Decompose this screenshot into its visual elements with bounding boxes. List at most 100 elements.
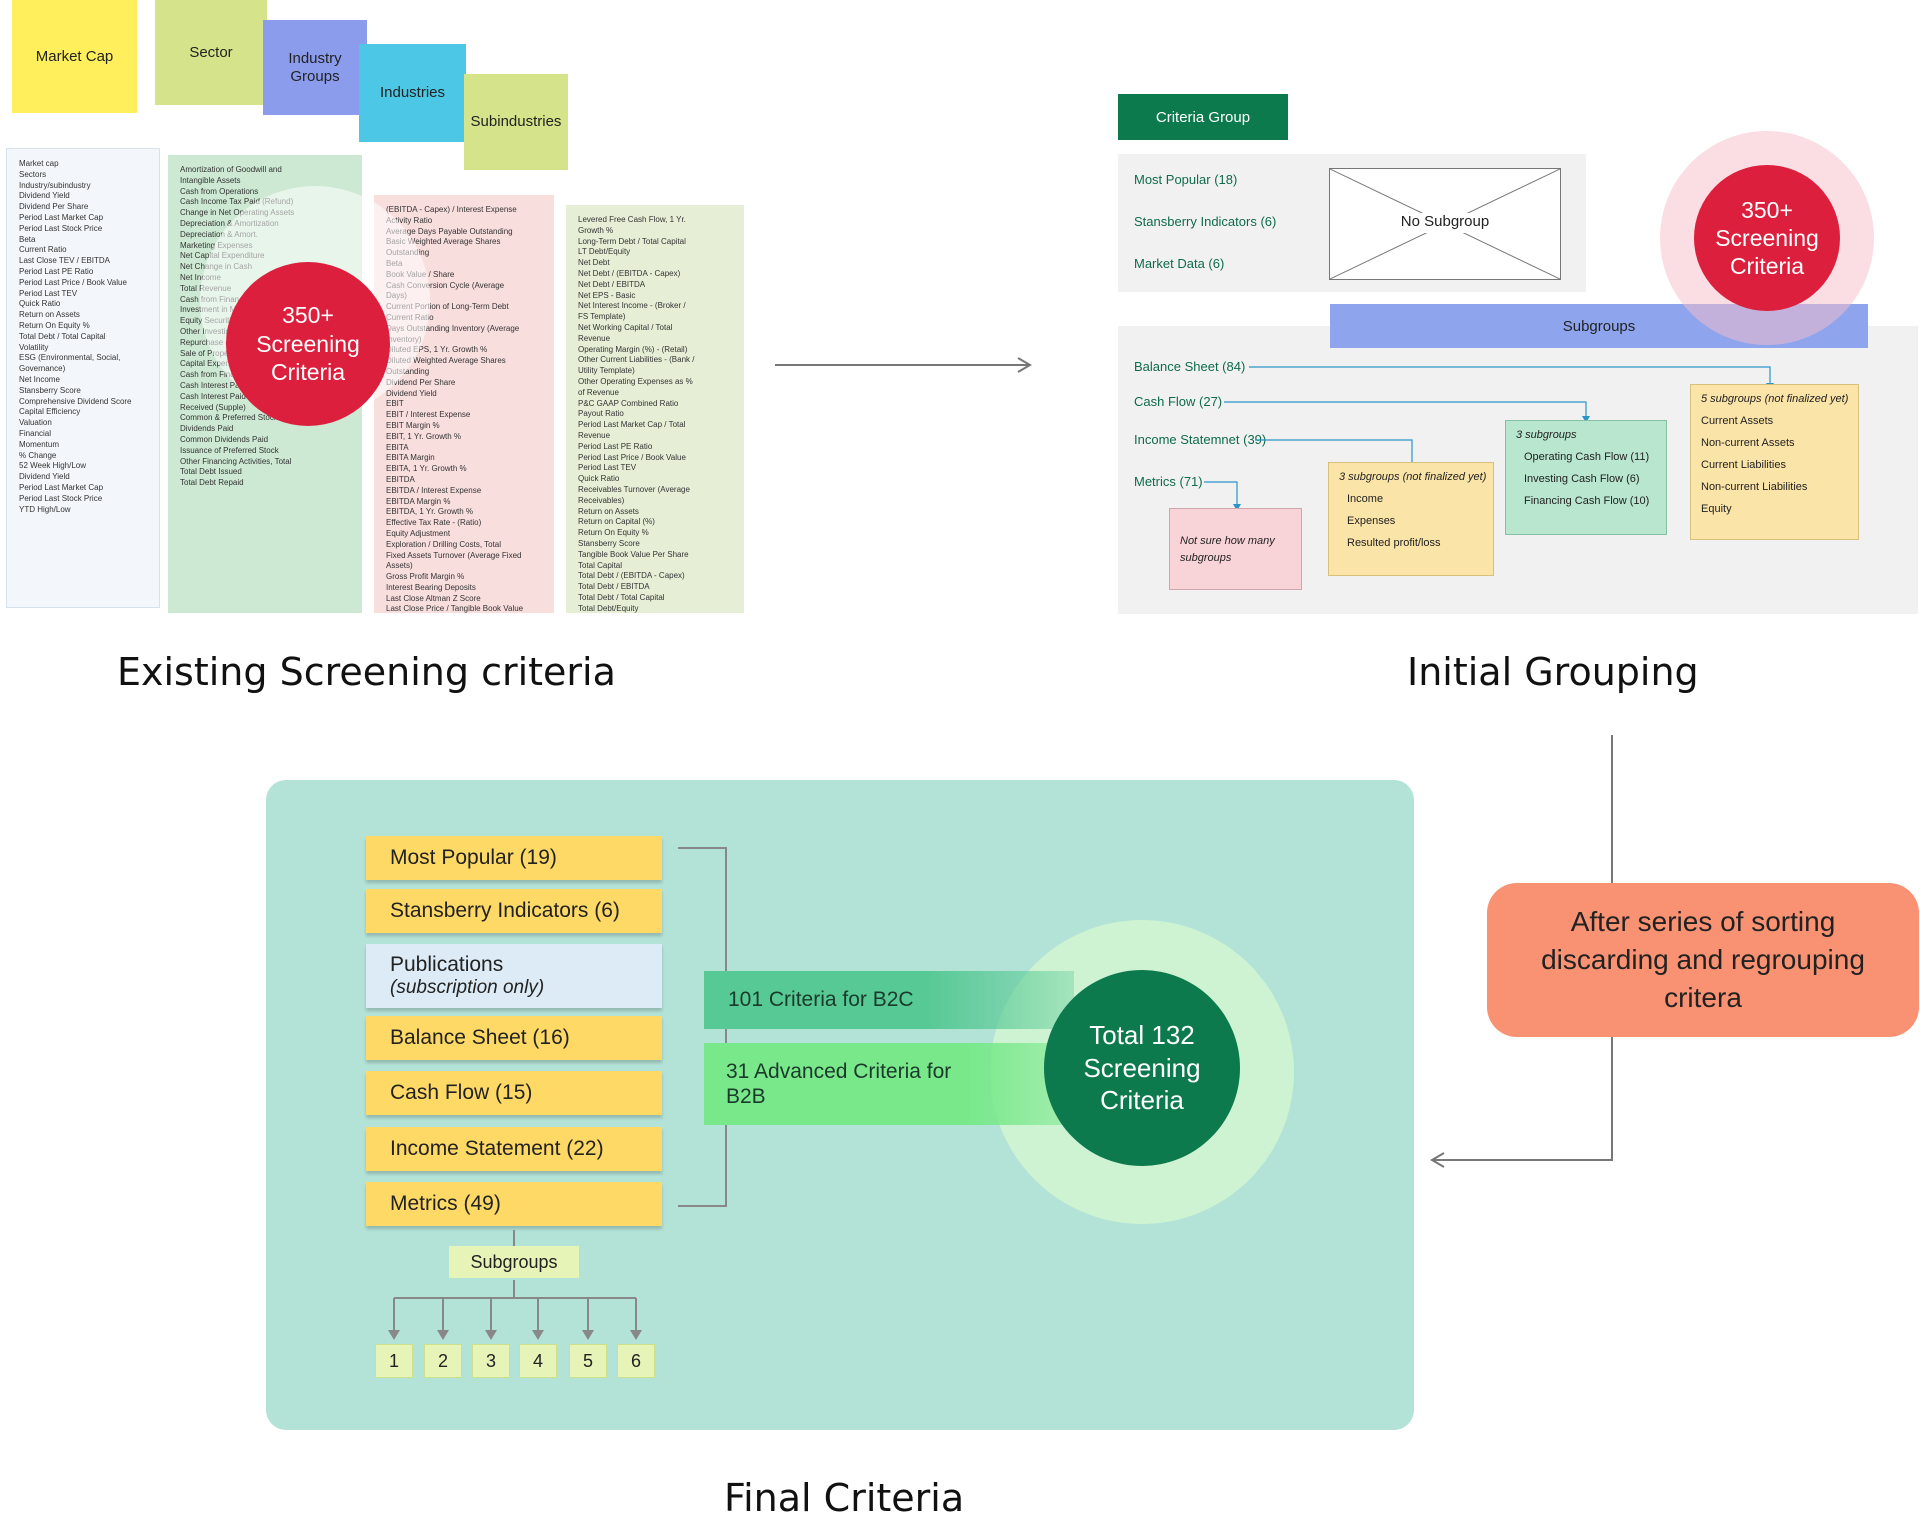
criteria-item: Stansberry Score [19, 385, 81, 395]
criteria-item: Current Portion of Long-Term Debt [386, 302, 509, 312]
sub-cash-flow: Cash Flow (27) [1134, 394, 1223, 409]
criteria-item: Total Debt / Total Capital [19, 331, 106, 341]
no-subgroup-box: No Subgroup [1329, 168, 1561, 280]
criteria-item: Utility Template) [578, 366, 635, 376]
criteria-item: Change in Net Operating Assets [180, 208, 295, 218]
criteria-item: Period Last Price / Book Value [19, 277, 127, 287]
criteria-item: Effective Tax Rate - (Ratio) [386, 518, 482, 528]
criteria-item: Net Working Capital / Total [578, 322, 673, 332]
criteria-item: EBIT Margin % [386, 420, 440, 430]
criteria-item: Return on Capital (%) [578, 517, 655, 527]
connector-lines [1204, 366, 1774, 511]
income-box-header: 3 subgroups (not finalized yet) [1339, 471, 1487, 483]
criteria-item: Financial [19, 428, 52, 438]
criteria-item: Issuance of Preferred Stock [180, 445, 279, 455]
subgroup-number-6: 6 [617, 1344, 655, 1378]
criteria-item: Return on Assets [19, 310, 80, 320]
criteria-item: Period Last Price / Book Value [578, 452, 686, 462]
criteria-item: Current Ratio [19, 245, 67, 255]
b2b-bar: 31 Advanced Criteria for B2B [704, 1043, 1104, 1125]
group-market-data: Market Data (6) [1134, 256, 1225, 271]
criteria-item: YTD High/Low [19, 504, 71, 514]
balance-box-item: Non-current Liabilities [1701, 481, 1808, 493]
criteria-item: Assets) [386, 561, 413, 571]
criteria-item: Last Close Price / Tangible Book Value [386, 604, 524, 613]
criteria-item: Activity Ratio [386, 215, 433, 225]
final-title: Final Criteria [724, 1476, 965, 1520]
group-stansberry: Stansberry Indicators (6) [1134, 214, 1277, 229]
final-bar-stansberry: Stansberry Indicators (6) [366, 889, 662, 933]
arrow-right [775, 357, 1032, 373]
criteria-item: Net Income [19, 374, 60, 384]
income-subgroup-box: 3 subgroups (not finalized yet) Income E… [1328, 462, 1494, 576]
income-box-item: Income [1347, 493, 1384, 505]
criteria-item: EBIT / Interest Expense [386, 410, 471, 420]
criteria-item: Cash Conversion Cycle (Average [386, 280, 505, 290]
criteria-list: Levered Free Cash Flow, 1 Yr.Growth %Lon… [578, 215, 732, 613]
criteria-item: Sectors [19, 169, 47, 179]
criteria-item: Amortization of Goodwill and [180, 165, 282, 174]
criteria-item: EBITA [386, 442, 409, 452]
criteria-item: Revenue [578, 333, 611, 343]
balance-box-item: Equity [1701, 503, 1732, 515]
cashflow-box-item: Operating Cash Flow (11) [1524, 451, 1650, 463]
criteria-item: Other Operating Expenses as % [578, 376, 693, 386]
criteria-item: Other Current Liabilities - (Bank / [578, 355, 695, 365]
criteria-item: Long-Term Debt / Total Capital [578, 236, 686, 246]
criteria-item: LT Debt/Equity [578, 247, 631, 257]
criteria-item: Total Debt/Equity [578, 603, 639, 613]
criteria-item: Payout Ratio [578, 409, 624, 419]
criteria-item: Quick Ratio [19, 299, 61, 309]
criteria-item: Period Last TEV [578, 463, 637, 473]
criteria-item: Period Last Stock Price [19, 223, 103, 233]
criteria-item: Diluted Weighted Average Shares [386, 356, 506, 366]
criteria-item: Levered Free Cash Flow, 1 Yr. [578, 215, 686, 224]
criteria-item: Period Last PE Ratio [578, 441, 653, 451]
initial-title: Initial Grouping [1407, 650, 1699, 694]
criteria-item: % Change [19, 450, 57, 460]
final-bar-publications: Publications (subscription only) [366, 944, 662, 1008]
criteria-item: P&C GAAP Combined Ratio [578, 398, 679, 408]
cashflow-box-header: 3 subgroups [1516, 429, 1577, 441]
sticky-sector: Sector [155, 0, 267, 105]
balance-box-header: 5 subgroups (not finalized yet) [1701, 393, 1849, 405]
sub-metrics: Metrics (71) [1134, 474, 1203, 489]
criteria-item: Net Debt / EBITDA [578, 279, 646, 289]
criteria-item: Return On Equity % [578, 528, 649, 538]
criteria-item: Net Income [180, 272, 221, 282]
criteria-item: Dividend Per Share [19, 202, 89, 212]
criteria-item: Cash from Operations [180, 186, 259, 196]
sticky-industries: Industries [359, 44, 466, 142]
criteria-item: FS Template) [578, 312, 626, 322]
cashflow-box-item: Financing Cash Flow (10) [1524, 495, 1650, 507]
cashflow-subgroup-box: 3 subgroups Operating Cash Flow (11) Inv… [1505, 420, 1667, 535]
criteria-item: Revenue [578, 430, 611, 440]
subgroup-number-2: 2 [424, 1344, 462, 1378]
subgroup-number-4: 4 [519, 1344, 557, 1378]
balance-subgroup-box: 5 subgroups (not finalized yet) Current … [1690, 384, 1859, 540]
publications-label: Publications [390, 953, 504, 976]
criteria-item: Cash Interest Paid Net of Interest [180, 391, 299, 401]
criteria-item: Equity Adjustment [386, 528, 451, 538]
balance-box-item: Current Liabilities [1701, 459, 1786, 471]
criteria-item: EBITDA [386, 474, 415, 484]
sub-balance-sheet: Balance Sheet (84) [1134, 359, 1246, 374]
criteria-item: Period Last Market Cap [19, 212, 104, 222]
criteria-item: Dividend Yield [19, 191, 70, 201]
criteria-item: Other Financing Activities, Total [180, 456, 292, 466]
subgroup-number-1: 1 [375, 1344, 413, 1378]
criteria-item: Quick Ratio [578, 474, 620, 484]
criteria-item: Total Debt / Total Capital [578, 592, 665, 602]
metrics-box-text: Not sure how many subgroups [1180, 535, 1275, 565]
criteria-item: Total Debt Issued [180, 467, 242, 477]
criteria-item: ESG (Environmental, Social, [19, 353, 121, 363]
criteria-item: Stansberry Score [578, 538, 640, 548]
subgroup-number-5: 5 [569, 1344, 607, 1378]
criteria-item: Valuation [19, 418, 52, 428]
subgroups-tag: Subgroups [449, 1246, 579, 1278]
criteria-item: Total Debt / (EBITDA - Capex) [578, 571, 685, 581]
criteria-item: Gross Profit Margin % [386, 572, 465, 582]
criteria-item: Cash Income Tax Paid (Refund) [180, 197, 294, 207]
criteria-item: Tangible Book Value Per Share [578, 549, 689, 559]
